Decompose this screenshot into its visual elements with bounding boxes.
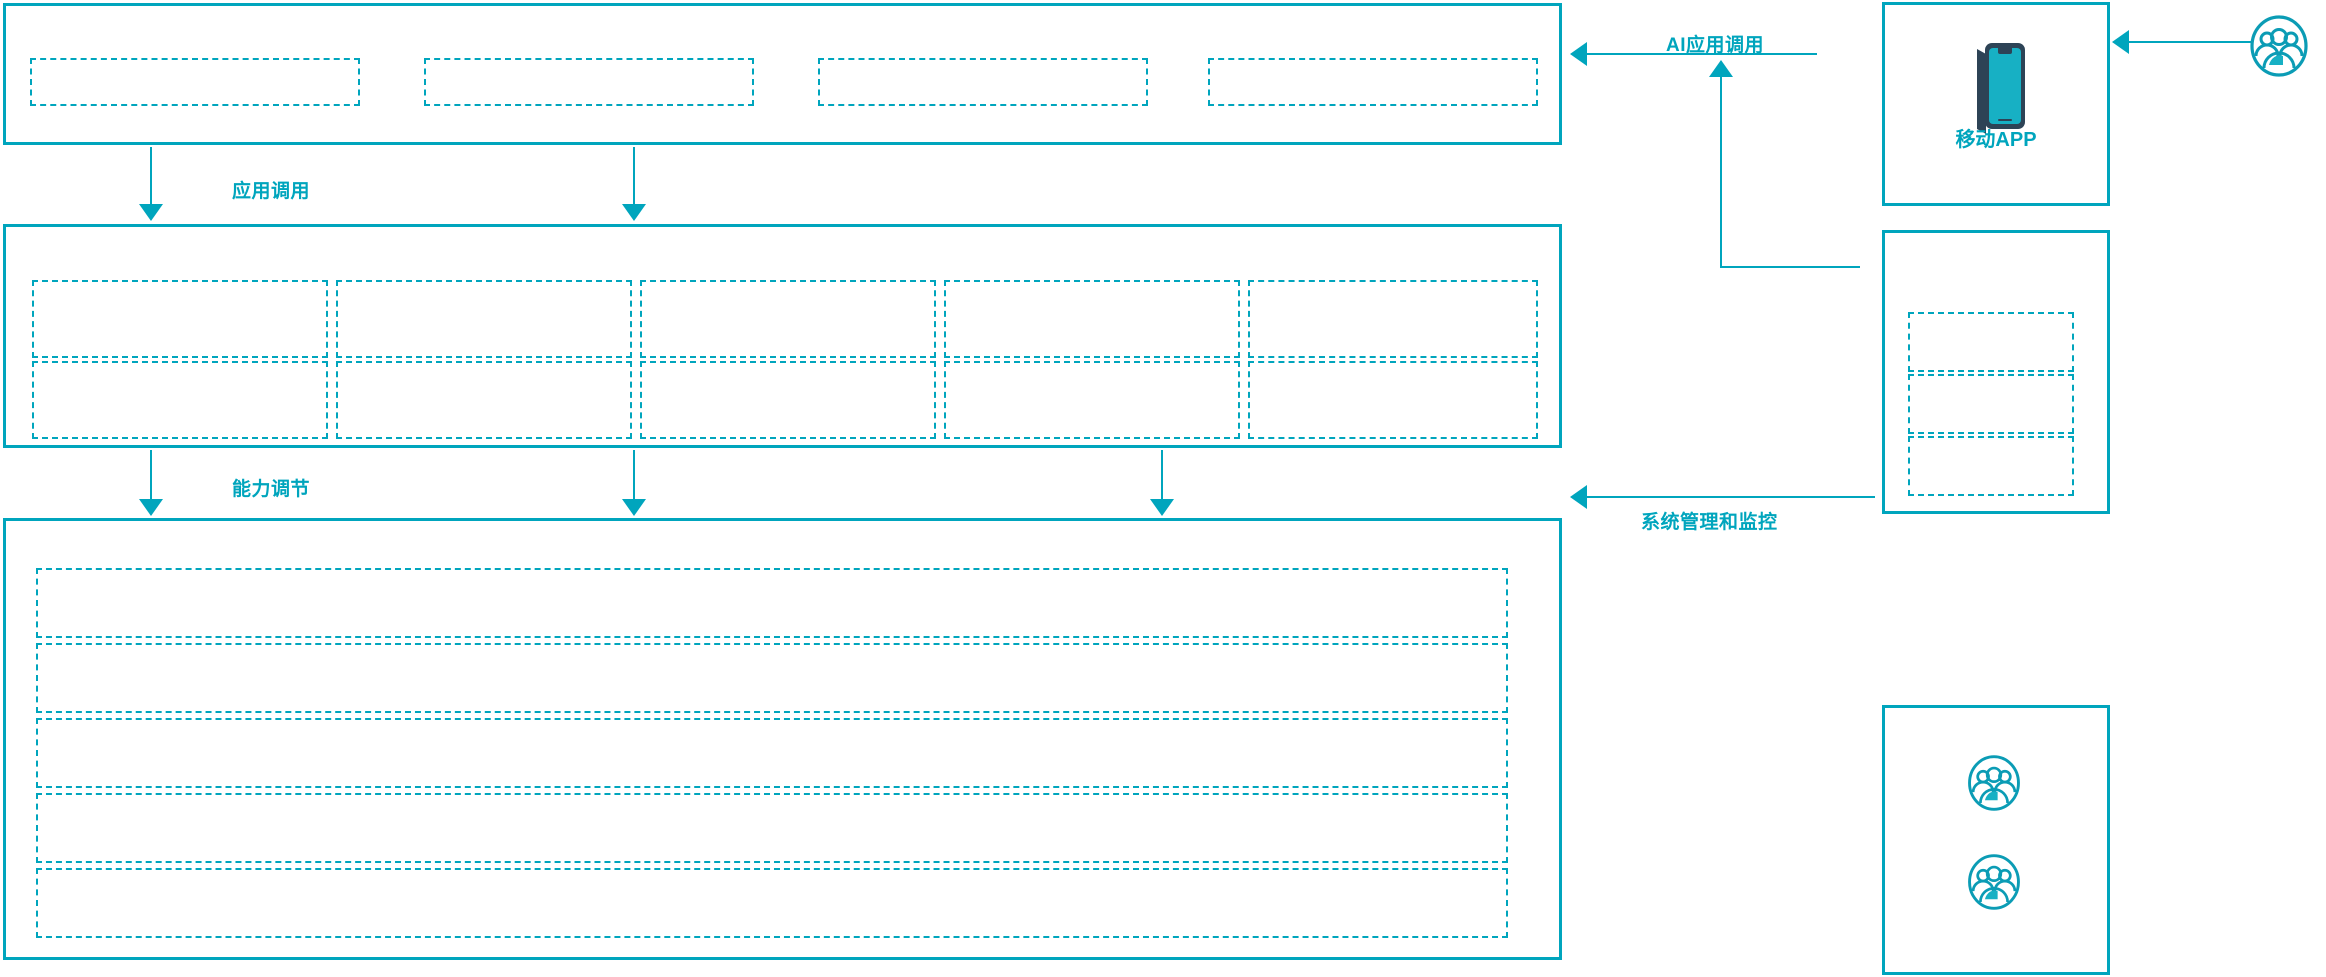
system-management-arrow — [1570, 485, 1875, 509]
infrastructure-row[interactable] — [36, 643, 1508, 713]
capability-box[interactable] — [1248, 361, 1538, 439]
people-group-icon — [2247, 14, 2311, 83]
capability-adjust-arrow — [622, 450, 646, 516]
mobile-app-caption: 移动APP — [1955, 129, 2037, 151]
capability-adjust-arrow — [139, 450, 163, 516]
user-entry-arrow — [2112, 30, 2252, 54]
people-group-icon — [1965, 853, 2023, 916]
ai-application-call-label: AI应用调用 — [1666, 35, 1765, 56]
capability-box[interactable] — [32, 361, 328, 439]
capability-box[interactable] — [944, 361, 1240, 439]
capability-box[interactable] — [32, 280, 328, 358]
ai-application-call-elbow — [1720, 266, 1860, 268]
capability-box[interactable] — [336, 280, 632, 358]
mobile-app-card[interactable]: 移动APP — [1882, 2, 2110, 206]
infrastructure-row[interactable] — [36, 868, 1508, 938]
capability-adjust-label: 能力调节 — [232, 479, 311, 500]
channel-box[interactable] — [1908, 436, 2074, 496]
channel-box[interactable] — [1908, 374, 2074, 434]
application-box[interactable] — [30, 58, 360, 106]
ai-application-call-riser — [1709, 60, 1733, 268]
channel-box[interactable] — [1908, 312, 2074, 372]
application-box[interactable] — [1208, 58, 1538, 106]
application-call-arrow — [139, 147, 163, 221]
ai-application-call-arrow — [1570, 42, 1817, 66]
infrastructure-row[interactable] — [36, 718, 1508, 788]
infrastructure-row[interactable] — [36, 568, 1508, 638]
capability-box[interactable] — [640, 361, 936, 439]
infrastructure-row[interactable] — [36, 793, 1508, 863]
capability-box[interactable] — [1248, 280, 1538, 358]
smartphone-icon — [1963, 33, 2035, 142]
people-group-icon — [1965, 754, 2023, 817]
capability-adjust-arrow — [1150, 450, 1174, 516]
capability-box[interactable] — [640, 280, 936, 358]
system-management-label: 系统管理和监控 — [1641, 512, 1778, 533]
application-call-label: 应用调用 — [232, 181, 311, 202]
operators-card — [1882, 705, 2110, 975]
capability-box[interactable] — [944, 280, 1240, 358]
application-call-arrow — [622, 147, 646, 221]
application-box[interactable] — [818, 58, 1148, 106]
capability-box[interactable] — [336, 361, 632, 439]
application-box[interactable] — [424, 58, 754, 106]
